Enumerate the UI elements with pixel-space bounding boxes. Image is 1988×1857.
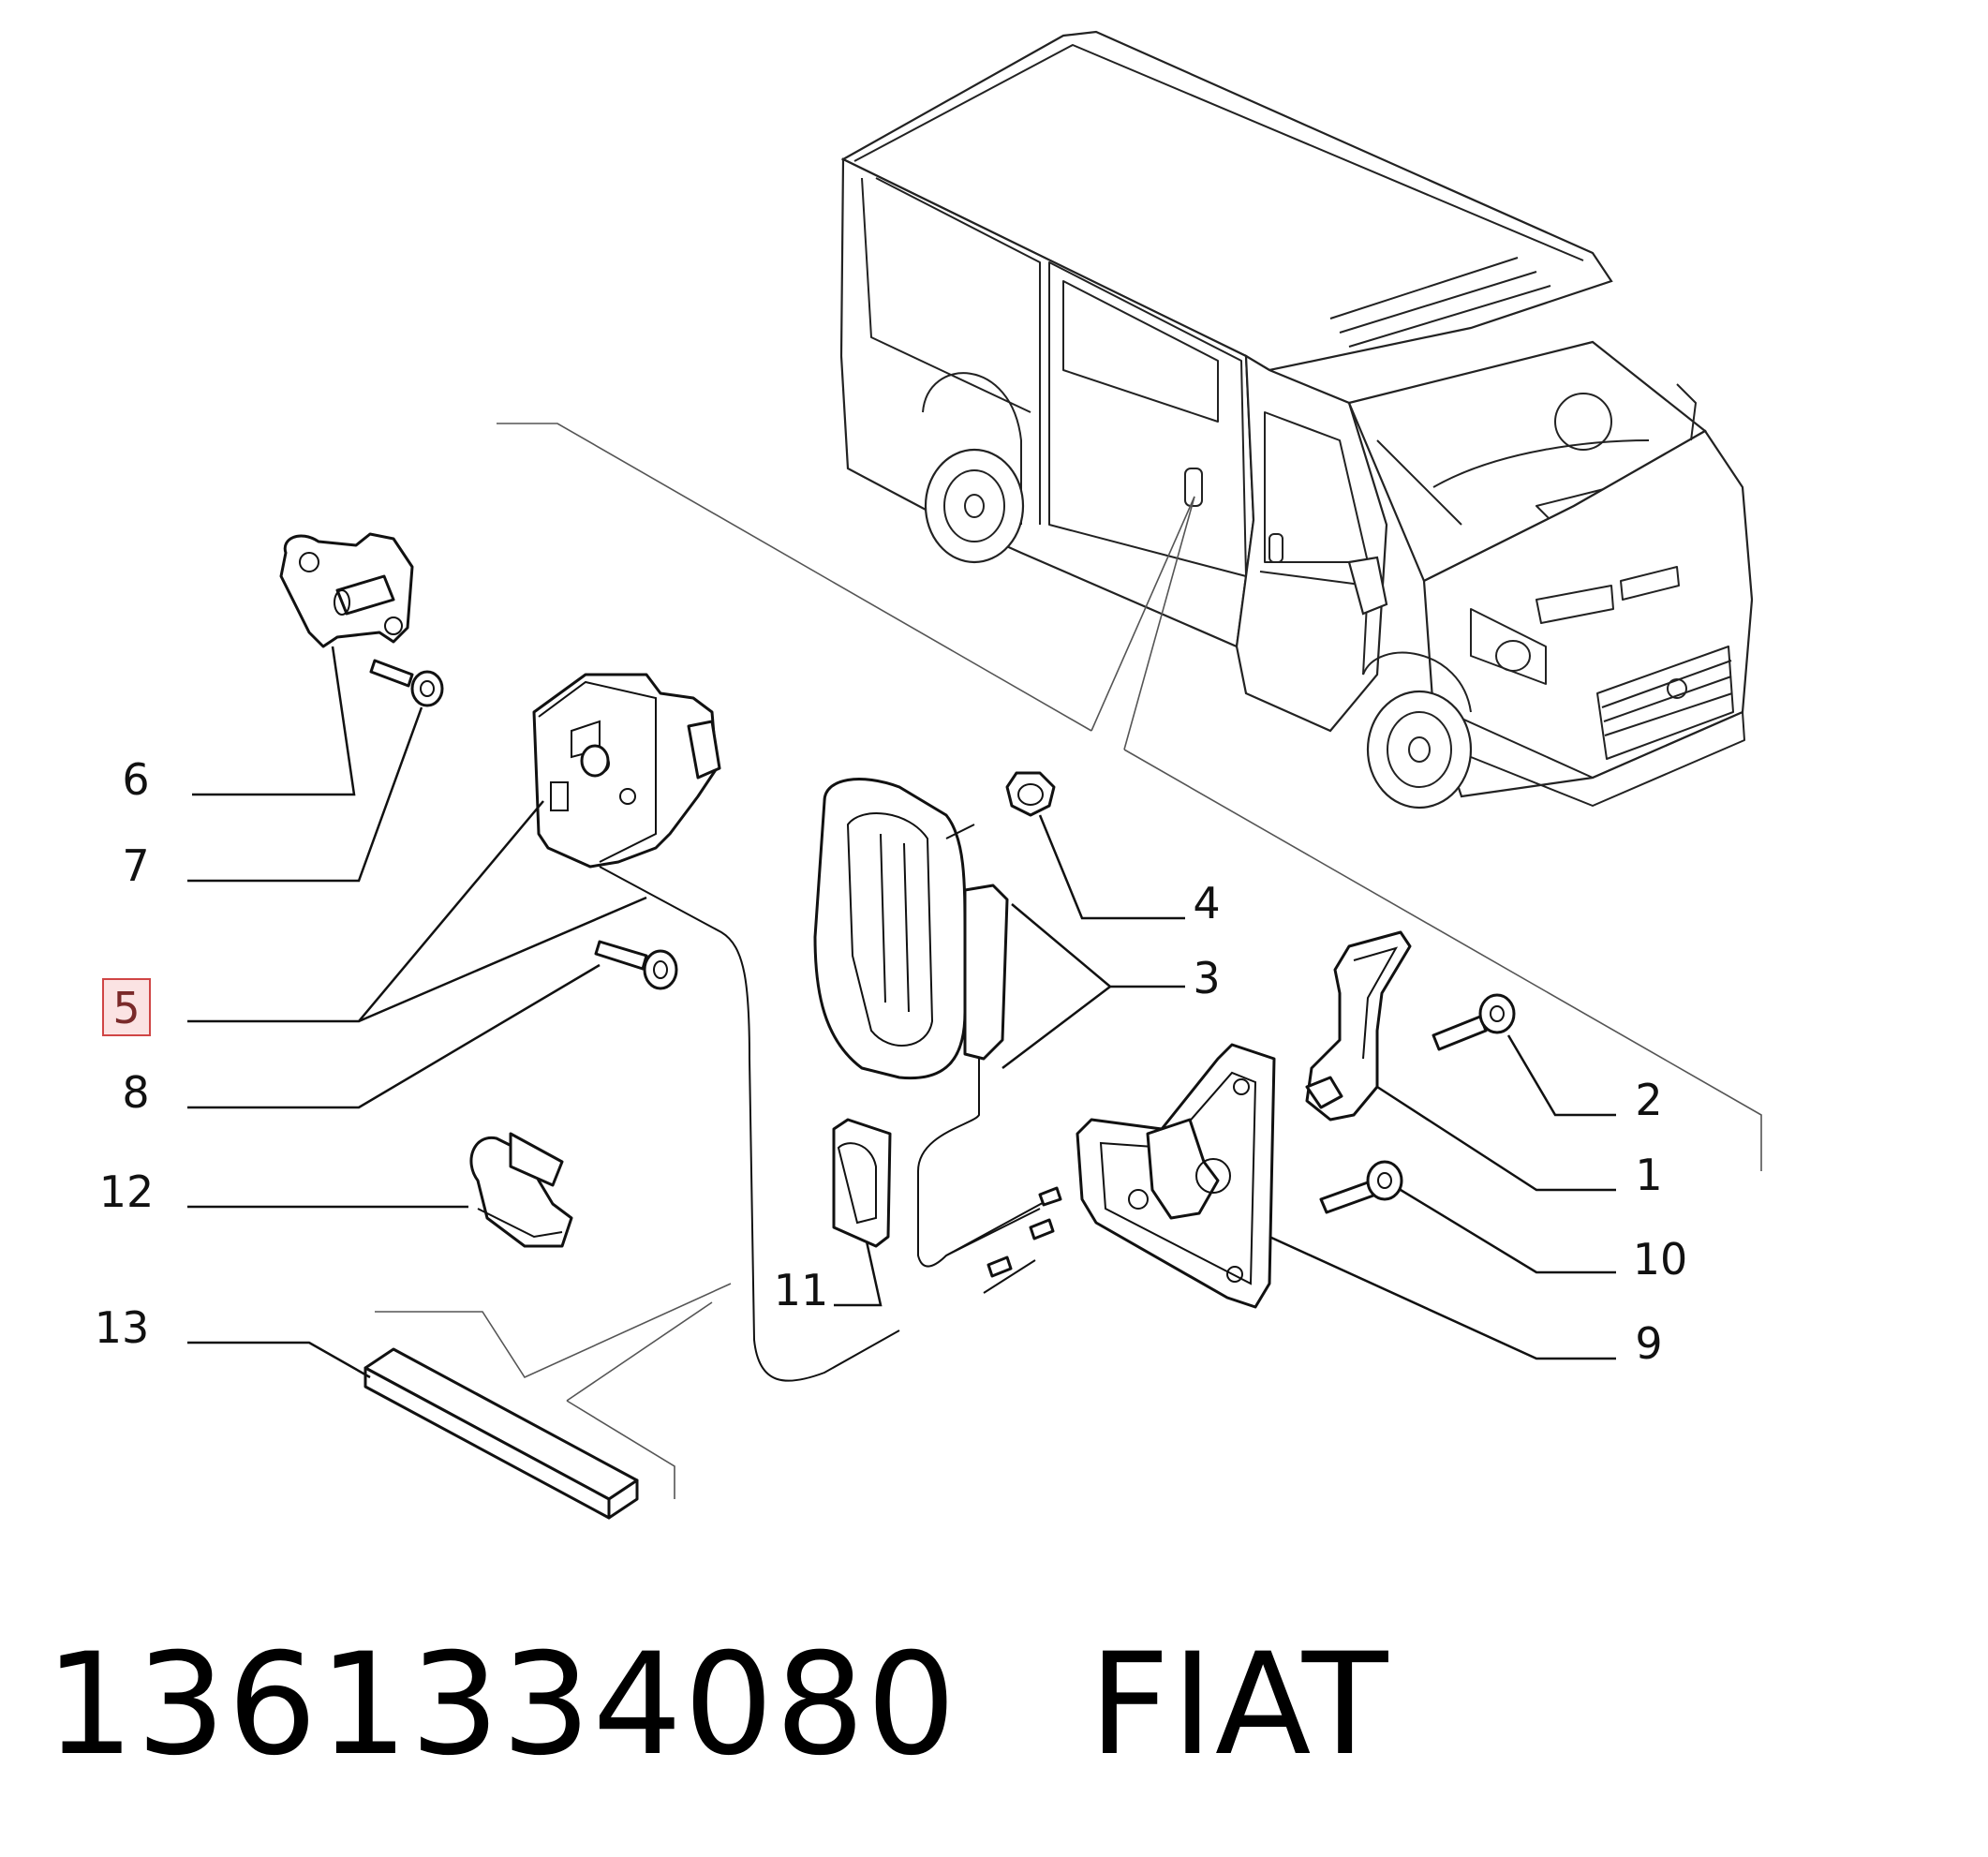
callout-2: 2	[1635, 1075, 1662, 1125]
callout-4: 4	[1193, 878, 1220, 928]
reference-line-bottom-3	[566, 1301, 713, 1402]
cable-end-1	[945, 1208, 1041, 1294]
leader-8	[187, 963, 601, 1109]
reference-line-right	[1123, 496, 1195, 750]
reference-line-top	[497, 423, 1092, 732]
footer: 1361334080 FIAT	[45, 1624, 1389, 1787]
reference-line-bottom	[375, 1283, 732, 1379]
leader-13	[187, 1341, 371, 1379]
leader-6	[192, 646, 356, 796]
part-2-screw	[1432, 993, 1516, 1051]
reference-line-long	[1123, 749, 1762, 1171]
part-1-lever	[1305, 930, 1412, 1122]
leader-2	[1506, 1034, 1616, 1117]
callout-1: 1	[1635, 1150, 1662, 1200]
brand-name: FIAT	[1089, 1624, 1390, 1787]
leader-5	[187, 800, 544, 1023]
part-4-nut	[1005, 771, 1056, 817]
part-7-screw	[369, 659, 444, 707]
leader-4	[1038, 814, 1185, 920]
callout-5: 5	[112, 983, 140, 1033]
leader-7	[187, 706, 423, 883]
reference-line-door	[1090, 496, 1195, 732]
part-13-strip	[363, 1347, 639, 1520]
part-9-lock-mechanism	[1076, 1043, 1276, 1309]
callout-3: 3	[1193, 953, 1220, 1003]
leader-9	[1268, 1235, 1616, 1360]
part-12-clip	[469, 1132, 573, 1248]
cable-handle	[917, 1059, 1050, 1268]
part-5-lock	[532, 673, 721, 869]
part-11-button	[832, 1118, 892, 1248]
callout-6: 6	[122, 754, 149, 805]
leader-10	[1400, 1188, 1616, 1274]
callout-10: 10	[1633, 1234, 1688, 1285]
part-10-screw	[1319, 1160, 1403, 1214]
callout-5-highlight-box	[102, 978, 151, 1036]
callout-11: 11	[774, 1265, 829, 1315]
van-illustration	[839, 30, 1754, 810]
callout-12: 12	[99, 1166, 155, 1217]
callout-9: 9	[1635, 1318, 1662, 1369]
part-8-screw	[594, 940, 678, 990]
cable-main	[599, 866, 900, 1382]
leader-11	[834, 1240, 883, 1307]
part-3-handle	[813, 778, 1009, 1080]
leader-1	[1376, 1085, 1616, 1192]
leader-3b	[1001, 986, 1111, 1069]
reference-line-bottom-2	[566, 1400, 675, 1499]
callout-8: 8	[122, 1067, 149, 1118]
part-6-bracket	[279, 532, 414, 648]
leader-3	[1011, 903, 1185, 988]
part-number: 1361334080	[45, 1624, 958, 1787]
callout-7: 7	[122, 840, 149, 891]
callout-13: 13	[95, 1302, 150, 1353]
leader-5b	[358, 896, 647, 1023]
